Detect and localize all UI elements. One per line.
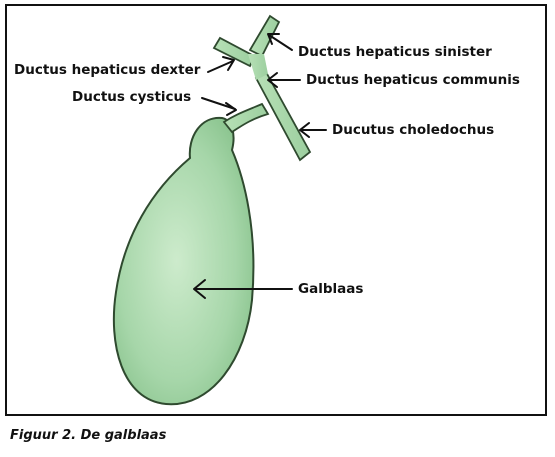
arrow-hepaticus-sinister (267, 33, 293, 51)
arrow-hepaticus-dexter (207, 56, 235, 73)
label-hepaticus-sinister: Ductus hepaticus sinister (298, 44, 492, 60)
gallbladder-shape (112, 116, 255, 406)
arrow-cysticus (201, 97, 237, 116)
arrow-choledochus (299, 122, 327, 138)
arrow-galblaas (193, 279, 293, 299)
arrow-hepaticus-communis (267, 72, 301, 88)
figure-caption: Figuur 2. De galblaas (10, 428, 167, 443)
label-cysticus: Ductus cysticus (72, 89, 192, 105)
label-galblaas: Galblaas (298, 281, 364, 297)
label-hepaticus-communis: Ductus hepaticus communis (306, 72, 520, 88)
label-hepaticus-dexter: Ductus hepaticus dexter (14, 62, 201, 78)
ductus-hepaticus-sinister-shape (248, 14, 281, 58)
hepatic-junction-shape (248, 54, 268, 80)
ductus-cysticus-shape (222, 102, 270, 134)
label-choledochus: Ducutus choledochus (332, 122, 495, 138)
